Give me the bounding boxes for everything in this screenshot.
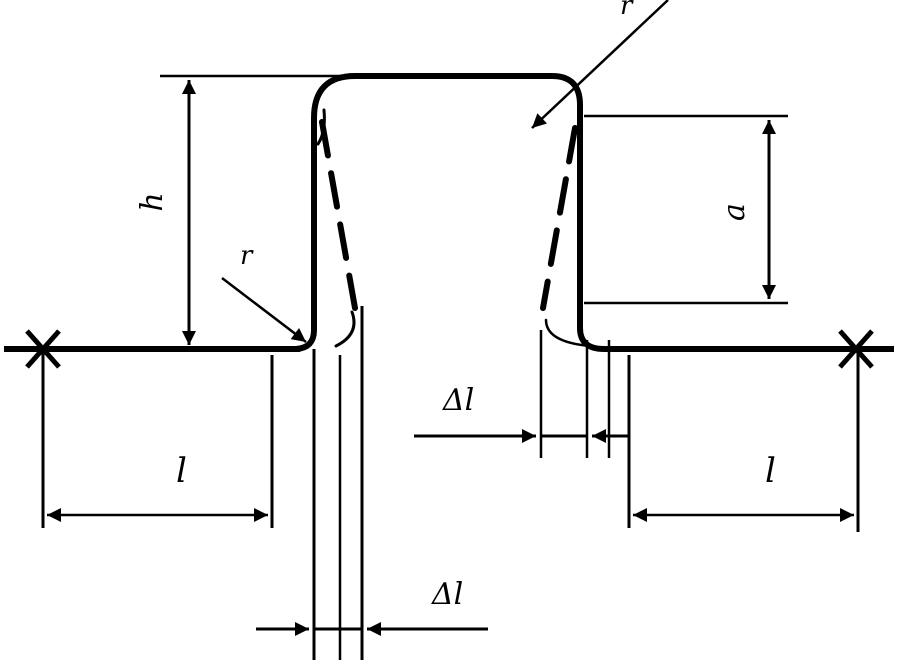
dimension-labels: h a r r l l Δl Δl xyxy=(135,0,776,612)
inner-fillet-left xyxy=(316,108,326,146)
dashed-right-wall xyxy=(540,125,578,311)
label-dl-bottom: Δl xyxy=(431,577,463,612)
label-l-left: l xyxy=(176,451,187,491)
label-r-bottom: r xyxy=(240,241,254,271)
inner-foot-left xyxy=(334,310,356,348)
fixed-support-cross-icon xyxy=(838,329,874,369)
label-r-top: r xyxy=(620,0,634,21)
label-h: h xyxy=(135,192,170,211)
leader-r-bottom xyxy=(221,277,307,343)
inner-foot-right xyxy=(544,318,592,348)
profile-outline xyxy=(295,73,605,352)
leader-r-top xyxy=(531,0,669,129)
main-profile xyxy=(4,73,894,352)
deformed-profile xyxy=(316,108,592,348)
dimension-lines xyxy=(41,0,860,660)
label-l-right: l xyxy=(765,451,776,491)
label-a: a xyxy=(717,203,752,221)
dashed-left-wall xyxy=(319,119,358,311)
label-dl-right: Δl xyxy=(442,383,474,418)
